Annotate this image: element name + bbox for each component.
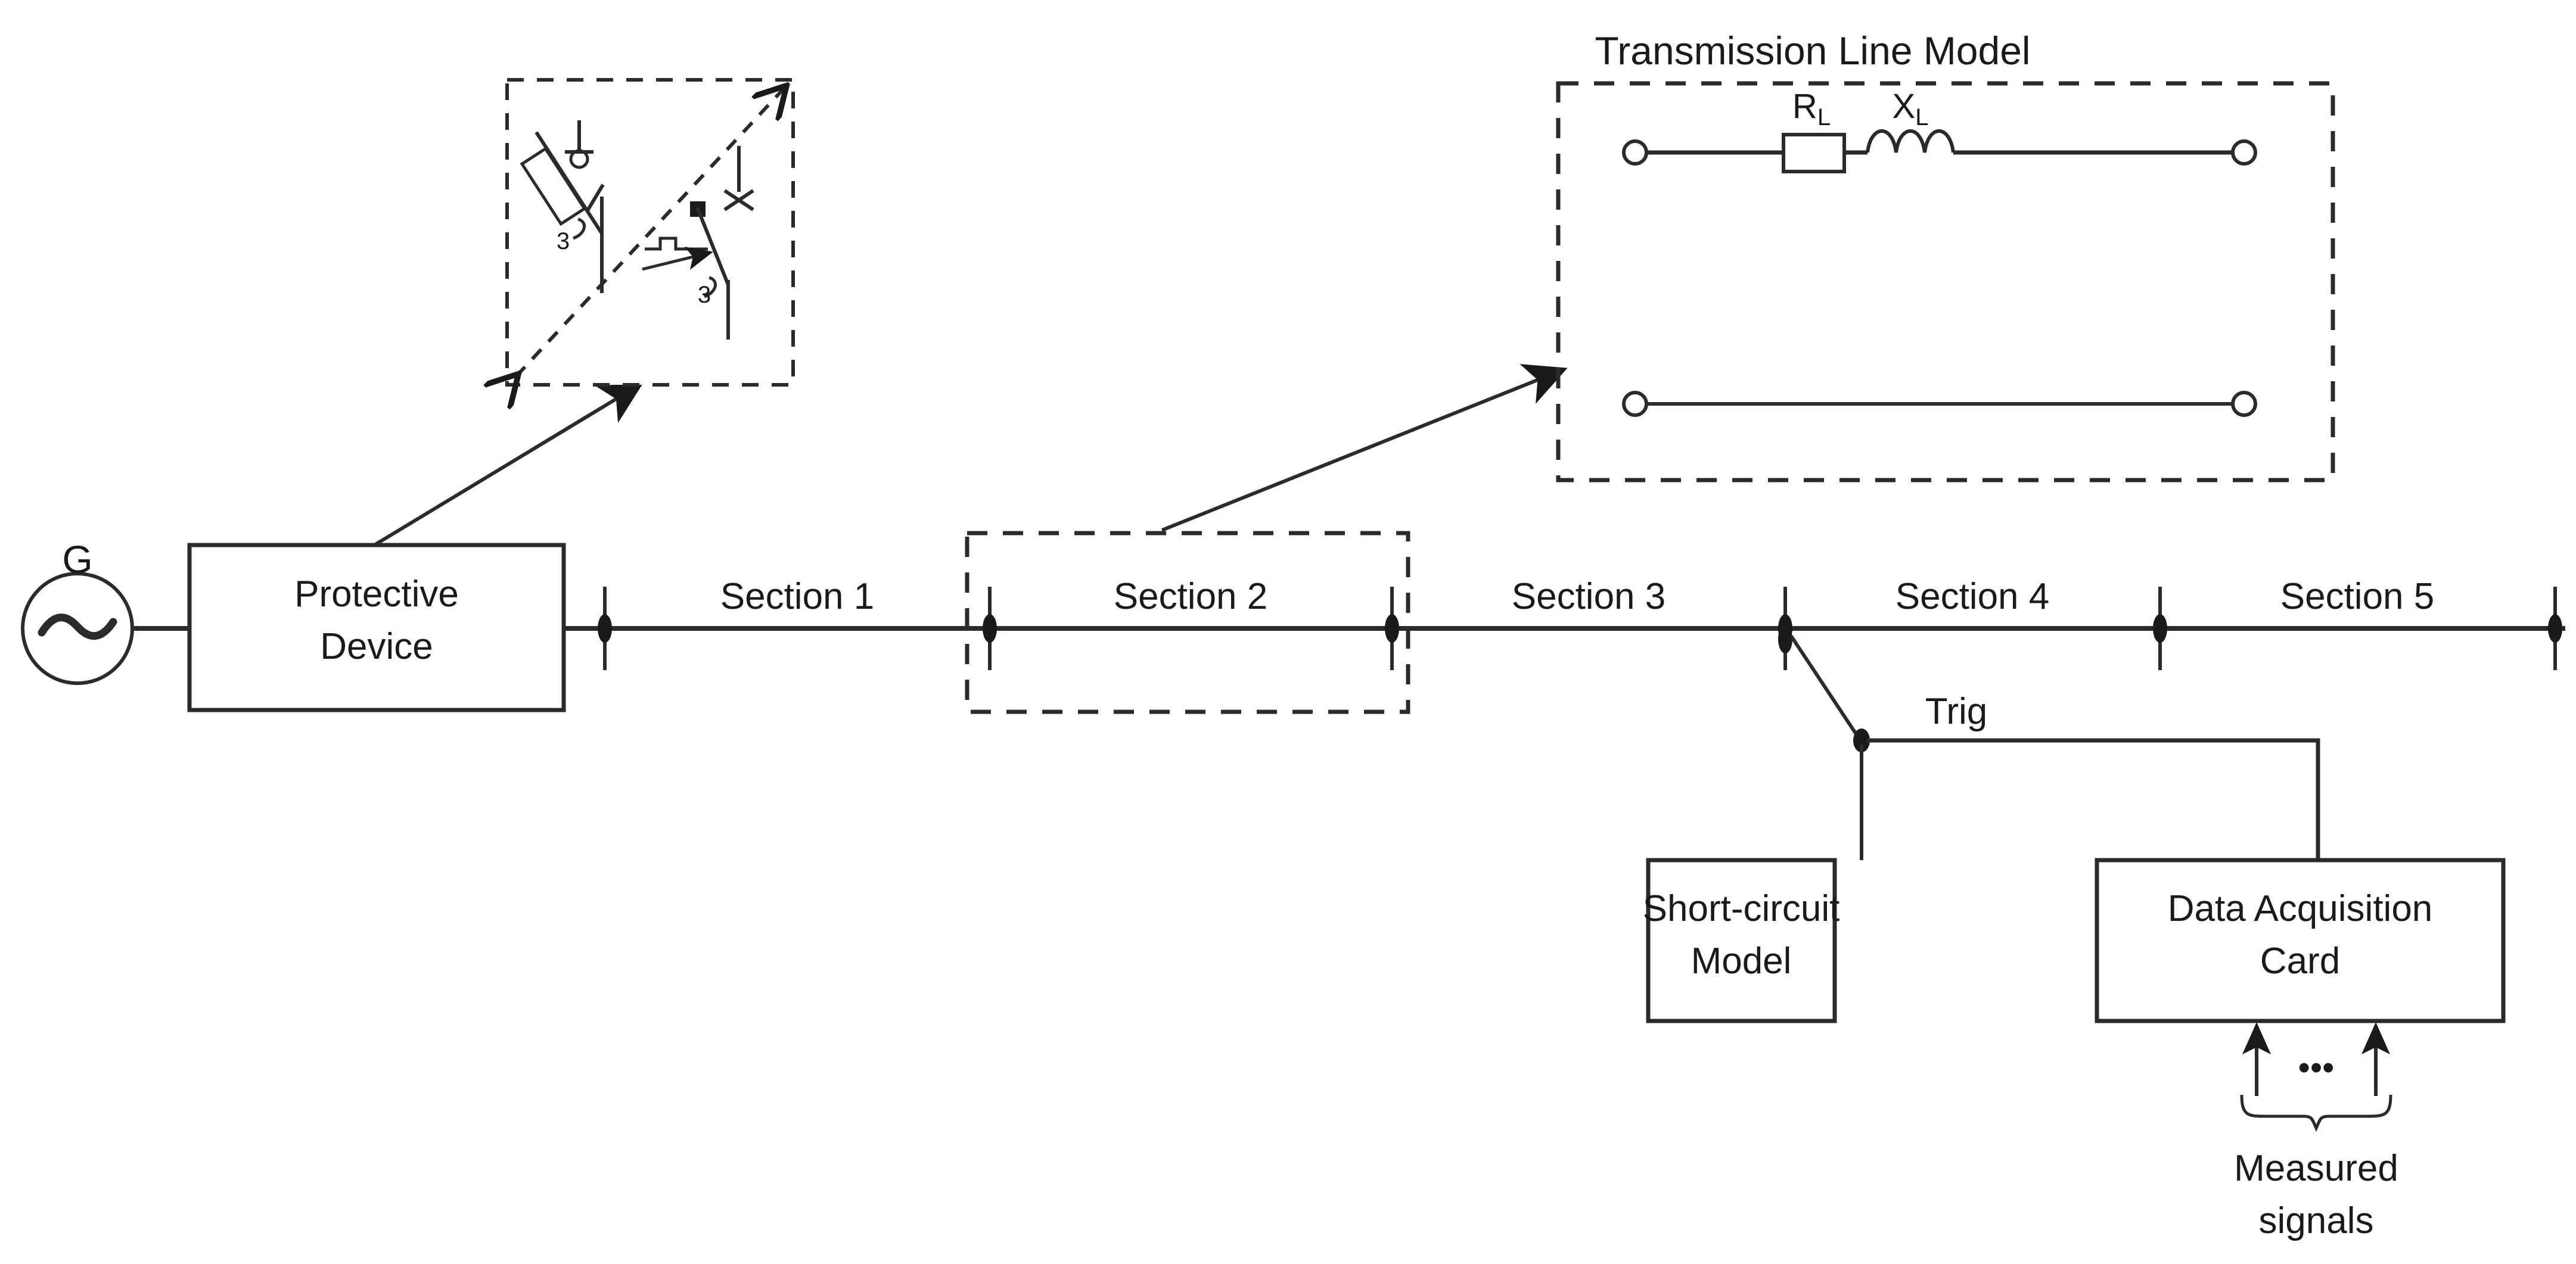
resistor-label: RL: [1792, 87, 1831, 130]
detail-divider-diagonal: [516, 88, 784, 376]
section-label-4: Section 4: [1896, 576, 2050, 617]
trig-wire: [1866, 738, 2320, 860]
fault-switch[interactable]: [1778, 625, 1870, 752]
measured-signals-label-line2: signals: [2259, 1200, 2374, 1241]
resistor-RL-symbol: [1782, 133, 1846, 173]
breaker-multiplier-label: 3: [698, 282, 711, 308]
section-label-2: Section 2: [1114, 576, 1268, 617]
protective-device-box[interactable]: [187, 543, 566, 712]
protective-device-detail-box: [507, 78, 795, 385]
fuse-multiplier-label: 3: [557, 228, 570, 254]
measured-signals-brace: [2240, 1094, 2392, 1132]
measured-signals-ellipsis: •••: [2298, 1048, 2335, 1087]
transmission-line-model-box: [1556, 81, 2335, 482]
protective-device-label-line1: Protective: [294, 574, 459, 615]
transmission-line-model-title: Transmission Line Model: [1595, 29, 2030, 73]
section-label-5: Section 5: [2280, 576, 2435, 617]
measured-signals-label-line1: Measured: [2234, 1148, 2398, 1189]
fuse-symbol: [520, 120, 605, 293]
short-circuit-label-line2: Model: [1691, 941, 1792, 982]
daq-label-line2: Card: [2260, 941, 2340, 982]
transmission-line-top-conductor: [1622, 129, 2257, 173]
inductor-label: XL: [1893, 87, 1929, 130]
measured-signal-arrows: [2242, 1022, 2390, 1096]
circuit-breaker-symbol: [642, 146, 754, 340]
short-circuit-model-box[interactable]: [1646, 858, 1837, 1023]
data-acquisition-card-box[interactable]: [2095, 858, 2506, 1023]
trig-label: Trig: [1925, 691, 1987, 732]
section-label-1: Section 1: [720, 576, 875, 617]
inductor-XL-symbol: [1866, 129, 1955, 153]
transmission-line-callout-arrow: [1161, 364, 1568, 532]
section-label-3: Section 3: [1512, 576, 1666, 617]
short-circuit-label-line1: Short-circuit: [1643, 888, 1840, 929]
ac-source-symbol: [21, 572, 188, 685]
daq-label-line1: Data Acquisition: [2168, 888, 2433, 929]
protective-device-callout-arrow: [374, 382, 644, 546]
section-2-highlight-box: [965, 531, 1410, 714]
protective-device-label-line2: Device: [320, 626, 433, 667]
source-label: G: [62, 537, 92, 581]
transmission-line-bottom-conductor: [1622, 391, 2257, 417]
